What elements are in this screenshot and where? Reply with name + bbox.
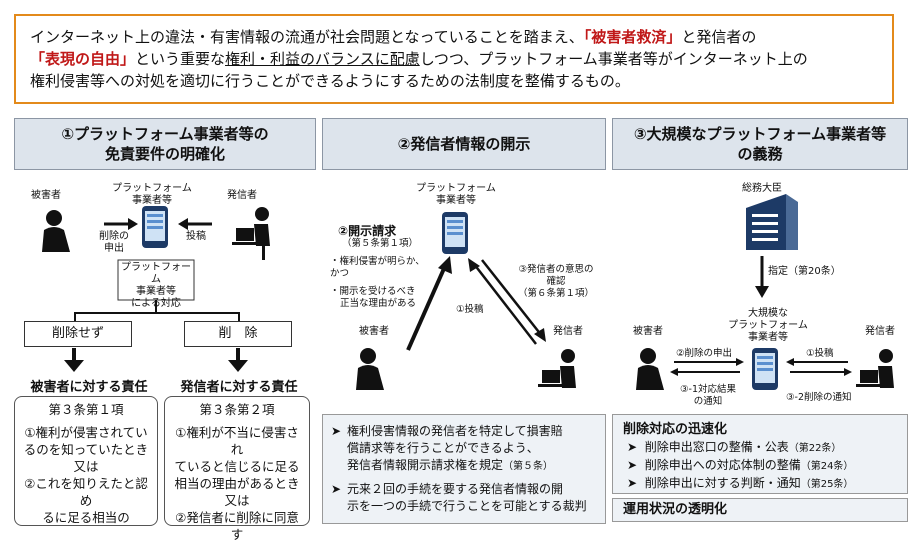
condition-1: ・権利侵害が明らか、かつ <box>330 256 425 279</box>
sender-intent-confirm: ③発信者の意思の確認（第６条第１項） <box>517 264 594 299</box>
speed-item-2: ➤ 削除申出への対応体制の整備（第24条） <box>627 458 854 472</box>
sender-at-desk-icon <box>856 349 894 388</box>
smartphone-icon <box>142 206 168 248</box>
column-3-diagram <box>636 194 894 390</box>
government-building-icon <box>746 194 798 250</box>
speed-item-3: ➤ 削除申出に対する判断・通知（第25条） <box>627 476 854 490</box>
col2-victim-label: 被害者 <box>359 326 389 337</box>
responsibility-to-victim: 被害者に対する責任 <box>30 380 148 395</box>
speed-item-1: ➤ 削除申出窓口の整備・公表（第22条） <box>627 440 842 454</box>
responsibility-to-sender: 発信者に対する責任 <box>180 380 298 395</box>
smartphone-icon <box>442 212 468 254</box>
smartphone-icon <box>752 348 778 390</box>
column-2-header: ②発信者情報の開示 <box>322 118 606 170</box>
column-1-header: ①プラットフォーム事業者等の免責要件の明確化 <box>14 118 316 170</box>
col3-delete-request-label: ②削除の申出 <box>676 348 733 359</box>
col2-notes-panel: ➤ 権利侵害情報の発信者を特定して損害賠償請求等を行うことができるよう、発信者情… <box>322 414 606 524</box>
condition-2: ・開示を受けるべき正当な理由がある <box>330 286 417 309</box>
victim-figure-icon <box>42 210 70 252</box>
col3-victim-label: 被害者 <box>633 326 663 337</box>
col2-post-label: ①投稿 <box>456 304 484 315</box>
col1-victim-label: 被害者 <box>31 190 61 201</box>
intro-line-1: インターネット上の違法・有害情報の流通が社会問題となっていることを踏まえ、「被害… <box>30 28 757 46</box>
victim-figure-icon <box>356 348 384 390</box>
col1-delete-request-label: 削除の申出 <box>99 231 129 254</box>
intro-box: インターネット上の違法・有害情報の流通が社会問題となっていることを踏まえ、「被害… <box>14 14 894 104</box>
intro-line-3: 権利侵害等への対処を適切に行うことができるようにするための法制度を整備するもの。 <box>30 72 630 90</box>
intro-line-2: 「表現の自由」という重要な権利・利益のバランスに配慮しつつ、プラットフォーム事業… <box>30 50 808 68</box>
speed-up-panel: 削除対応の迅速化 ➤ 削除申出窓口の整備・公表（第22条） ➤ 削除申出への対応… <box>612 414 908 494</box>
sender-at-desk-icon <box>538 349 576 388</box>
no-delete-option: 削除せず <box>24 321 132 347</box>
disclosure-request-label: ②開示請求 <box>338 224 397 238</box>
victim-relief-emphasis: 「被害者救済」 <box>583 28 682 46</box>
article-3-2-box: 第３条第２項 ①権利が不当に侵害されていると信じるに足る相当の理由があるとき又は… <box>164 396 310 542</box>
column-2-diagram <box>356 212 576 390</box>
column-1-diagram <box>42 206 270 372</box>
col1-platform-response-box: プラットフォーム事業者等による対応 <box>121 262 191 309</box>
col3-sender-label: 発信者 <box>865 326 895 337</box>
note-1: ➤ 権利侵害情報の発信者を特定して損害賠償請求等を行うことができるよう、発信者情… <box>331 424 563 472</box>
col3-post-label: ①投稿 <box>806 348 834 359</box>
speed-up-title: 削除対応の迅速化 <box>623 422 728 437</box>
designation-label: 指定（第20条） <box>768 266 841 277</box>
result-notice-label: ③-1対応結果の通知 <box>680 384 736 407</box>
large-platform-label: 大規模なプラットフォーム事業者等 <box>728 308 808 343</box>
col1-post-label: 投稿 <box>186 231 206 242</box>
deletion-notice-label: ③-2削除の通知 <box>786 392 852 403</box>
freedom-of-expression-emphasis: 「表現の自由」 <box>30 50 136 68</box>
victim-figure-icon <box>636 348 664 390</box>
delete-option: 削 除 <box>184 321 292 347</box>
branch-connector <box>74 312 240 322</box>
col2-platform-label: プラットフォーム事業者等 <box>416 183 496 206</box>
sender-at-desk-icon <box>232 207 270 260</box>
column-3-header: ③大規模なプラットフォーム事業者等の義務 <box>612 118 908 170</box>
disclosure-request-article: （第５条第１項） <box>342 238 419 249</box>
ministry-label: 総務大臣 <box>742 183 782 194</box>
transparency-panel: 運用状況の透明化 <box>612 498 908 522</box>
col2-sender-label: 発信者 <box>553 326 583 337</box>
col1-platform-label: プラットフォーム事業者等 <box>112 183 192 206</box>
note-2: ➤ 元来２回の手続を要する発信者情報の開示を一つの手続で行うことを可能とする裁判 <box>331 482 587 513</box>
col1-sender-label: 発信者 <box>227 190 257 201</box>
